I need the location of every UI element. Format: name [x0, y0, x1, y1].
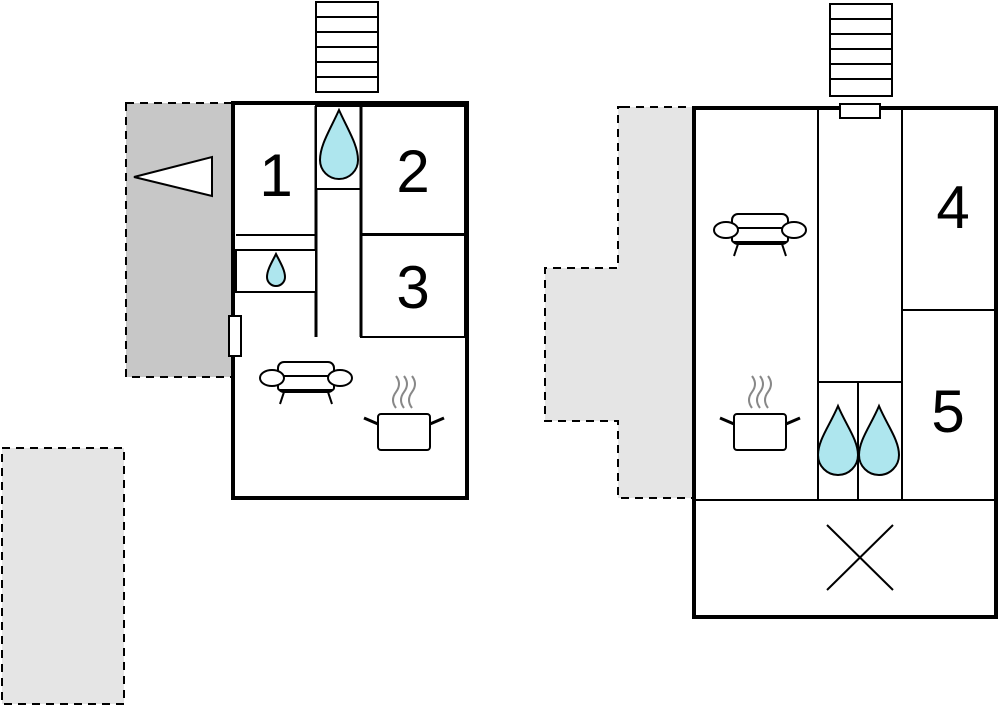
stair-opening	[839, 103, 881, 119]
room-label: 4	[936, 174, 969, 241]
room-label: 2	[396, 138, 429, 205]
bathroom-drop-icon	[857, 403, 901, 476]
room-label: 5	[931, 378, 964, 445]
shower-drop-icon	[318, 107, 360, 180]
stairs-icon	[315, 1, 379, 93]
void-cross-icon	[826, 524, 894, 591]
outer-wall	[692, 106, 998, 619]
entrance-arrow-icon	[133, 155, 213, 198]
stairs-icon	[829, 3, 893, 97]
terrace-right	[544, 106, 697, 499]
garden-area	[1, 447, 125, 705]
toilet-drop-icon	[265, 251, 287, 287]
room-label: 1	[259, 142, 292, 209]
room-label: 3	[396, 254, 429, 321]
bathroom-drop-icon	[816, 403, 860, 476]
door-icon	[228, 315, 242, 357]
terrace-left	[125, 102, 235, 378]
ground-floor: 1 2 3	[228, 101, 469, 500]
upper-floor: 4 5	[692, 103, 998, 619]
